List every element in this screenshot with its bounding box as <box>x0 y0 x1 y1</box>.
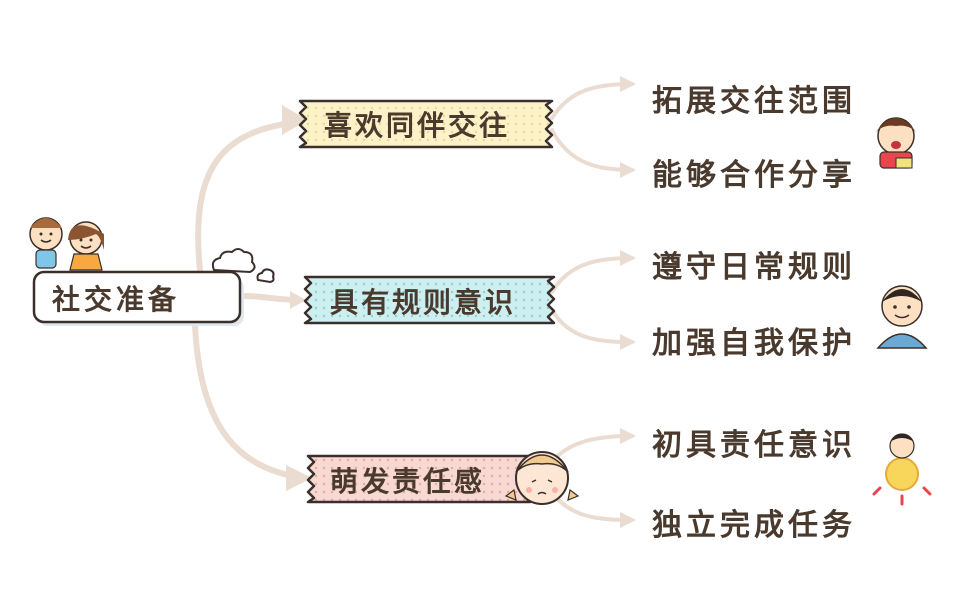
leaf-label-4: 加强自我保护 <box>652 326 856 361</box>
connector-root-branch-1 <box>195 119 303 273</box>
cloud-doodles <box>211 248 275 284</box>
cheering-girl-illustration <box>876 117 916 169</box>
kids-illustration <box>29 217 104 271</box>
leaf-label-1: 拓展交往范围 <box>652 84 856 119</box>
root-label: 社交准备 <box>52 283 181 316</box>
leaf-label-6: 独立完成任务 <box>652 508 856 543</box>
cloud-small <box>256 268 275 284</box>
arrowhead-leaf-3 <box>620 250 636 266</box>
root-arrowheads <box>282 105 312 491</box>
arrowhead-branch-2 <box>290 291 306 309</box>
branch-tape-1 <box>298 99 554 149</box>
arrowhead-leaf-5 <box>620 428 636 444</box>
arrowhead-branch-3 <box>286 465 312 491</box>
happy-child-sun-illustration <box>872 433 932 506</box>
branch-label-2: 具有规则意识 <box>330 286 517 319</box>
arrowhead-branch-1 <box>282 105 308 135</box>
cloud-large <box>211 248 256 274</box>
boy-face-illustration <box>876 285 928 349</box>
root-node <box>32 270 244 326</box>
girl-face-illustration <box>504 451 580 505</box>
leaf-label-5: 初具责任意识 <box>652 428 856 463</box>
arrowhead-leaf-4 <box>620 334 636 350</box>
branch-label-1: 喜欢同伴交往 <box>324 109 511 142</box>
branch-tape-2 <box>303 275 556 325</box>
branch-label-3: 萌发责任感 <box>330 465 486 498</box>
root-box <box>32 270 242 324</box>
arrowhead-leaf-1 <box>620 76 636 92</box>
connector-root-branch-3 <box>192 322 308 481</box>
arrowhead-leaf-6 <box>620 512 636 528</box>
leaf-label-3: 遵守日常规则 <box>652 250 856 285</box>
leaf-connectors <box>550 82 634 522</box>
arrowhead-leaf-2 <box>620 162 636 178</box>
leaf-label-2: 能够合作分享 <box>652 158 856 193</box>
leaf-arrowheads <box>620 76 636 528</box>
